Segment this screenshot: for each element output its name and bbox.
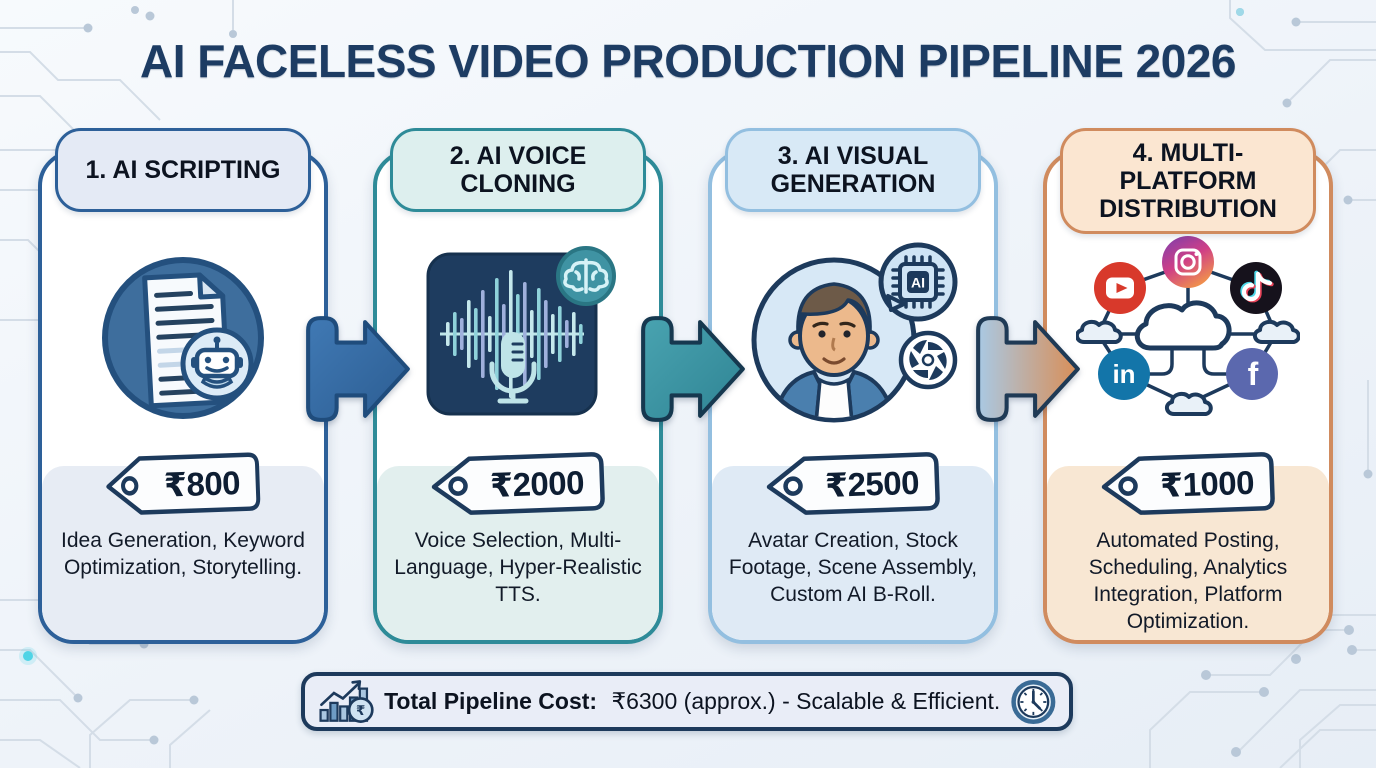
social-network-cloud-icon: in f: [1076, 236, 1300, 416]
growth-chart-rupee-icon: ₹: [319, 679, 374, 723]
flow-arrow-1: [306, 310, 412, 428]
stage-3-card: AI: [708, 150, 998, 644]
stage-3: AI: [708, 128, 998, 644]
stage-4-price: ₹1000: [1159, 463, 1255, 504]
small-cloud-right-icon: [1253, 319, 1300, 344]
stage-1-card: ₹800 Idea Generation, Keyword Optimizati…: [38, 150, 328, 644]
flow-arrow-2: [641, 310, 747, 428]
facebook-icon: f: [1226, 348, 1278, 400]
linkedin-icon: in: [1098, 348, 1150, 400]
stage-2-price-tag: ₹2000: [427, 451, 609, 517]
stage-1-description: Idea Generation, Keyword Optimization, S…: [61, 529, 305, 579]
stage-2-card: ₹2000 Voice Selection, Multi-Language, H…: [373, 150, 663, 644]
stage-1: ₹800 Idea Generation, Keyword Optimizati…: [38, 128, 328, 644]
document-robot-icon: [102, 257, 264, 419]
stage-1-price: ₹800: [163, 463, 241, 504]
stage-2-price: ₹2000: [489, 463, 585, 504]
stage-4-price-tag: ₹1000: [1097, 451, 1279, 517]
tiktok-icon: [1230, 262, 1282, 314]
stage-3-price: ₹2500: [824, 463, 920, 504]
total-cost-label: Total Pipeline Cost:: [384, 688, 598, 714]
svg-text:₹: ₹: [356, 702, 365, 717]
svg-text:f: f: [1248, 356, 1259, 392]
stage-3-price-tag: ₹2500: [762, 451, 944, 517]
waveform-bars: [446, 270, 583, 398]
svg-text:in: in: [1112, 359, 1135, 389]
small-cloud-left-icon: [1076, 319, 1123, 344]
total-cost-text: Total Pipeline Cost: ₹6300 (approx.) - S…: [384, 688, 1000, 715]
aperture-badge-icon: [898, 330, 958, 390]
microphone-icon: [489, 332, 537, 404]
stage-1-header: 1. AI SCRIPTING: [55, 128, 311, 212]
stage-4-header: 4. MULTI-PLATFORM DISTRIBUTION: [1060, 128, 1316, 234]
clock-icon: [1011, 679, 1056, 724]
brain-badge-icon: [556, 246, 616, 306]
svg-text:AI: AI: [911, 275, 925, 291]
stage-2: ₹2000 Voice Selection, Multi-Language, H…: [373, 128, 663, 644]
ai-chip-badge-icon: AI: [878, 242, 958, 322]
center-cloud-icon: [1134, 300, 1232, 351]
ai-avatar-icon: AI: [751, 242, 958, 423]
stage-4-description: Automated Posting, Scheduling, Analytics…: [1088, 529, 1288, 633]
total-cost-banner: ₹ Total Pipeline Cost: ₹6300 (approx.) -…: [301, 672, 1073, 731]
voice-waveform-mic-icon: [426, 246, 616, 416]
page-title: AI FACELESS VIDEO PRODUCTION PIPELINE 20…: [139, 35, 1237, 87]
stage-1-price-tag: ₹800: [102, 451, 264, 517]
small-cloud-bottom-icon: [1165, 391, 1213, 416]
stage-3-header: 3. AI VISUAL GENERATION: [725, 128, 981, 212]
stage-2-header: 2. AI VOICE CLONING: [390, 128, 646, 212]
stage-3-description: Avatar Creation, Stock Footage, Scene As…: [728, 529, 978, 606]
flow-arrow-3: [976, 310, 1082, 428]
stage-4: in f ₹1000 Automated Posting, Scheduling…: [1043, 128, 1333, 644]
stage-2-description: Voice Selection, Multi-Language, Hyper-R…: [394, 529, 642, 606]
instagram-icon: [1162, 236, 1214, 288]
robot-face-icon: [191, 336, 243, 389]
youtube-icon: [1094, 262, 1146, 314]
total-cost-value: ₹6300 (approx.) - Scalable & Efficient.: [611, 688, 1001, 714]
